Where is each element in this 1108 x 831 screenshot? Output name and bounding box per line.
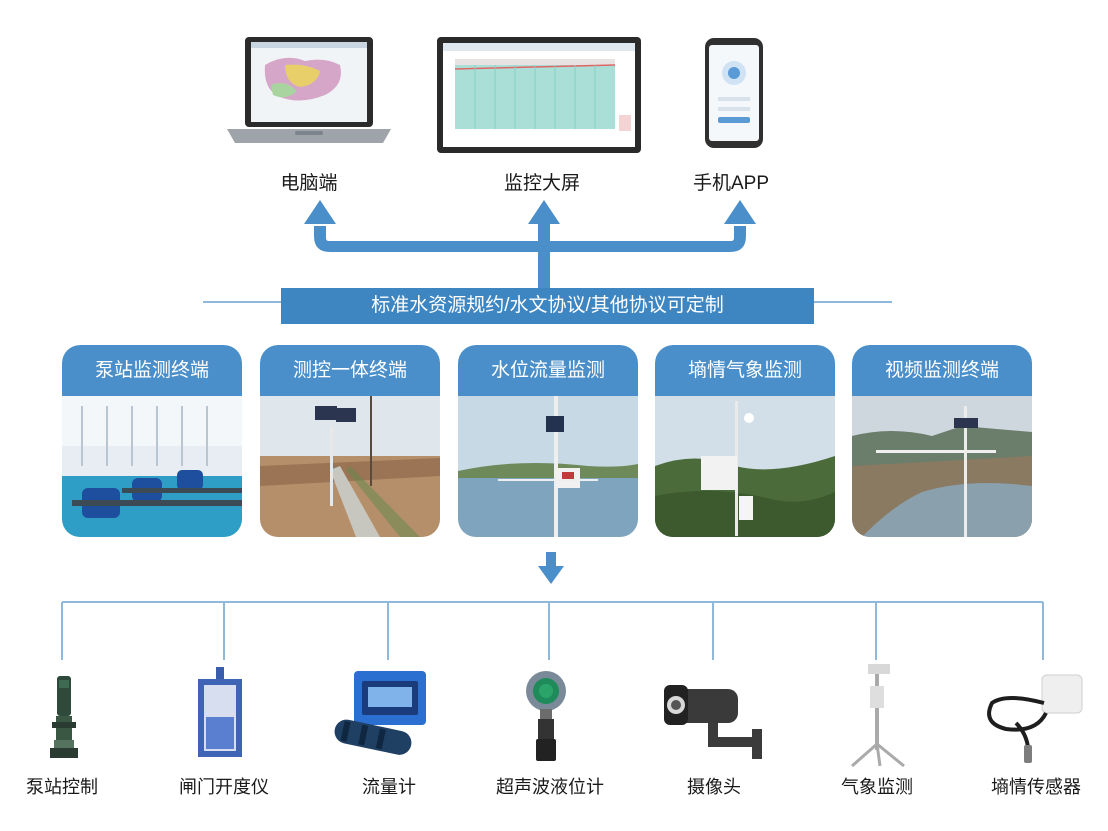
protocol-banner: 标准水资源规约/水文协议/其他协议可定制	[281, 288, 814, 324]
terminal-label-screen: 监控大屏	[503, 173, 580, 194]
terminal-label-app: 手机APP	[692, 173, 770, 194]
device-label-weather: 气象监测	[841, 777, 913, 797]
pump-station-photo	[62, 396, 242, 537]
device-label-camera: 摄像头	[687, 777, 741, 797]
weather-station-photo	[655, 396, 835, 537]
device-label-gate: 闸门开度仪	[179, 777, 269, 797]
banner-line-right	[814, 301, 892, 303]
upward-arrows	[304, 200, 756, 291]
flowmeter-icon	[332, 671, 432, 762]
device-label-pump: 泵站控制	[26, 777, 98, 797]
device-label-ultrasonic: 超声波液位计	[496, 777, 604, 797]
camera-icon	[664, 685, 768, 770]
card-title: 墒情气象监测	[655, 345, 835, 396]
ultrasonic-level-icon	[516, 669, 576, 770]
card-title: 水位流量监测	[458, 345, 638, 396]
device-tree-lines	[61, 601, 1044, 660]
terminal-label-pc: 电脑端	[280, 173, 338, 194]
card-title: 泵站监测终端	[62, 345, 242, 396]
card-soil-weather: 墒情气象监测	[655, 345, 835, 537]
card-video-terminal: 视频监测终端	[852, 345, 1032, 537]
soil-sensor-icon	[986, 673, 1084, 770]
card-water-level-flow: 水位流量监测	[458, 345, 638, 537]
down-arrow-icon	[538, 552, 564, 584]
pump-icon	[48, 676, 80, 765]
card-title: 视频监测终端	[852, 345, 1032, 396]
monitor-screen-icon	[435, 35, 643, 162]
card-title: 测控一体终端	[260, 345, 440, 396]
weather-station-icon	[842, 656, 912, 773]
card-pump-station-terminal: 泵站监测终端	[62, 345, 242, 537]
video-station-photo	[852, 396, 1032, 537]
river-station-photo	[458, 396, 638, 537]
field-terminal-photo	[260, 396, 440, 537]
device-label-soil: 墒情传感器	[991, 777, 1081, 797]
laptop-icon	[225, 35, 393, 162]
smartphone-icon	[704, 37, 764, 154]
device-label-flowmeter: 流量计	[362, 777, 416, 797]
gate-icon	[196, 667, 244, 764]
banner-line-left	[203, 301, 281, 303]
card-integrated-terminal: 测控一体终端	[260, 345, 440, 537]
